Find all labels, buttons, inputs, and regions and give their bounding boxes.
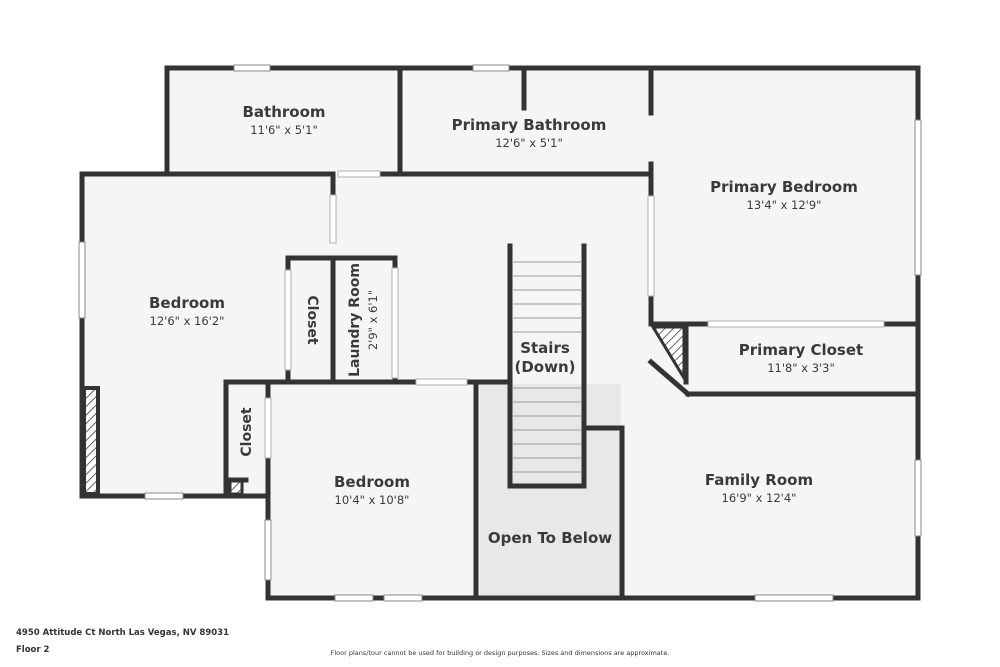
stairs-label-line1: Stairs — [520, 339, 570, 357]
family-room-dims: 16'9" x 12'4" — [722, 491, 797, 505]
bathroom-dims: 11'6" x 5'1" — [250, 123, 318, 137]
disclaimer-text: Floor plans/tour cannot be used for buil… — [330, 649, 670, 657]
laundry-room-name: Laundry Room — [347, 263, 363, 377]
bedroom-2-dims: 10'4" x 10'8" — [335, 493, 410, 507]
family-room-name: Family Room — [705, 471, 813, 489]
open-to-below-name: Open To Below — [488, 529, 612, 547]
address-label: 4950 Attitude Ct North Las Vegas, NV 890… — [16, 628, 229, 638]
stairs-label-line2: (Down) — [514, 358, 575, 376]
door-openings — [264, 170, 885, 459]
floor-label: Floor 2 — [16, 645, 50, 655]
primary-closet-name: Primary Closet — [739, 341, 863, 359]
laundry-room-dims: 2'9" x 6'1" — [366, 290, 380, 350]
primary-bathroom-name: Primary Bathroom — [452, 116, 607, 134]
primary-bedroom-dims: 13'4" x 12'9" — [747, 198, 822, 212]
hatched-shaft-small — [228, 479, 244, 496]
stair-treads — [513, 261, 581, 473]
hatched-shaft-closet — [650, 325, 686, 384]
primary-bedroom-name: Primary Bedroom — [710, 178, 858, 196]
bathroom-name: Bathroom — [242, 103, 325, 121]
primary-closet-dims: 11'8" x 3'3" — [767, 361, 835, 375]
closet-1-name: Closet — [304, 295, 320, 345]
hatched-shaft-left — [82, 386, 100, 496]
bedroom-1-name: Bedroom — [149, 294, 225, 312]
windows — [78, 64, 922, 602]
stairs-label-backdrop — [514, 338, 580, 380]
bedroom-2-name: Bedroom — [334, 473, 410, 491]
closet-2-name: Closet — [239, 407, 255, 457]
primary-bathroom-dims: 12'6" x 5'1" — [495, 136, 563, 150]
open-to-below-area — [480, 384, 621, 596]
bedroom-1-dims: 12'6" x 16'2" — [150, 314, 225, 328]
